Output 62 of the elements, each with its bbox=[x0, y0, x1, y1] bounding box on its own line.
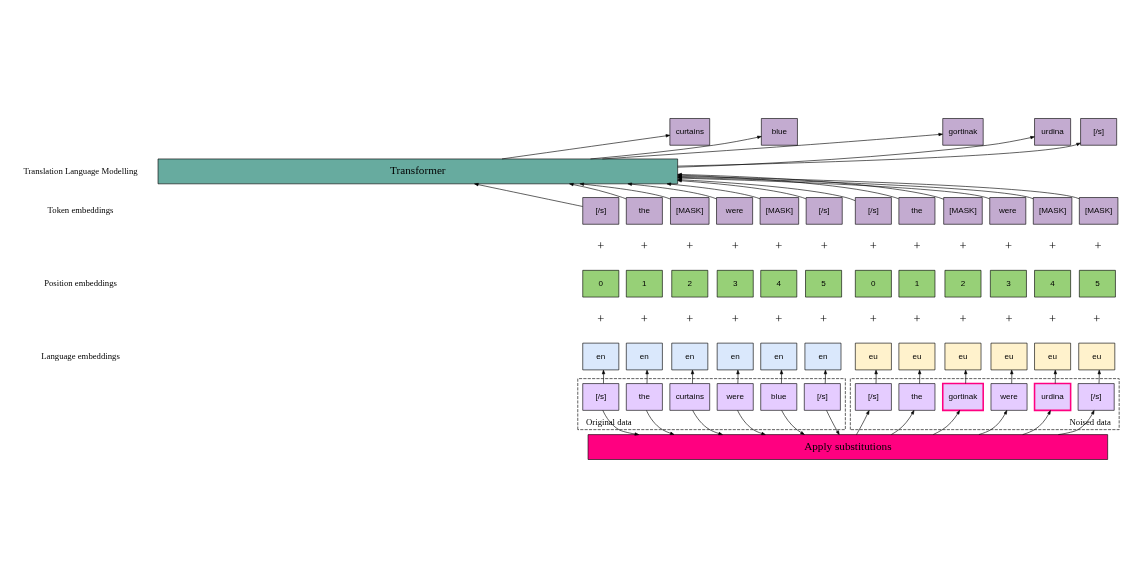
arrow bbox=[579, 182, 671, 200]
label: + bbox=[1004, 239, 1012, 254]
arrow bbox=[1058, 410, 1095, 435]
arrow bbox=[692, 410, 723, 436]
arrow bbox=[666, 182, 761, 200]
label: + bbox=[1049, 239, 1057, 254]
label: + bbox=[597, 239, 605, 254]
arrow bbox=[1053, 369, 1057, 384]
arrow bbox=[677, 136, 1035, 168]
label: + bbox=[1094, 239, 1102, 254]
arrow bbox=[1097, 369, 1101, 384]
label: + bbox=[1049, 312, 1057, 327]
arrow bbox=[501, 134, 671, 160]
label: + bbox=[913, 312, 921, 327]
label: + bbox=[959, 239, 967, 254]
label: + bbox=[869, 239, 877, 254]
arrow bbox=[1010, 369, 1014, 384]
arrow bbox=[590, 135, 762, 160]
label: + bbox=[686, 312, 694, 327]
label: + bbox=[775, 312, 783, 327]
label: Token embeddings bbox=[47, 205, 114, 216]
label: + bbox=[775, 239, 783, 254]
arrow bbox=[826, 410, 840, 435]
arrow bbox=[602, 410, 639, 436]
arrow bbox=[627, 182, 717, 200]
label: + bbox=[869, 312, 877, 327]
arrow bbox=[1022, 410, 1051, 435]
arrow bbox=[779, 369, 784, 384]
arrow bbox=[964, 369, 968, 384]
arrow bbox=[918, 369, 922, 384]
arrow bbox=[602, 132, 943, 160]
arrow bbox=[677, 142, 1081, 167]
label: + bbox=[913, 239, 921, 254]
label: Position embeddings bbox=[44, 278, 117, 289]
arrow bbox=[781, 410, 805, 435]
label: + bbox=[959, 312, 967, 327]
arrow bbox=[932, 410, 960, 435]
arrow bbox=[891, 410, 915, 435]
label: + bbox=[640, 239, 648, 254]
label: + bbox=[1005, 312, 1013, 327]
arrow bbox=[737, 410, 766, 436]
arrow bbox=[474, 183, 583, 207]
label: Translation Language Modelling bbox=[23, 165, 138, 176]
arrow bbox=[856, 410, 870, 435]
arrow bbox=[874, 369, 878, 384]
label: Language embeddings bbox=[41, 350, 120, 361]
label: + bbox=[686, 239, 694, 254]
label: + bbox=[731, 312, 739, 327]
arrow bbox=[645, 369, 649, 384]
label: + bbox=[820, 239, 828, 254]
arrow bbox=[736, 369, 740, 384]
label: + bbox=[1093, 312, 1101, 327]
arrow bbox=[646, 410, 675, 435]
label: + bbox=[597, 312, 605, 327]
label: + bbox=[820, 312, 828, 327]
arrow bbox=[569, 183, 627, 200]
arrow bbox=[601, 369, 606, 384]
arrow bbox=[823, 369, 828, 384]
label: + bbox=[640, 312, 648, 327]
arrow bbox=[978, 410, 1008, 435]
label: + bbox=[731, 239, 739, 254]
arrow bbox=[690, 369, 695, 384]
